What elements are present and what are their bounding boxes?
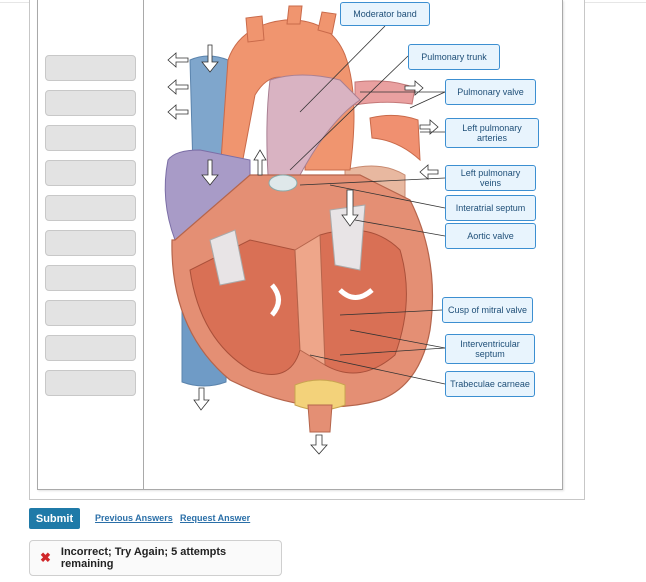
label-bank-slot[interactable]: [45, 265, 136, 291]
label-bank-divider: [143, 0, 144, 490]
label-left-pulmonary-veins[interactable]: Left pulmonary veins: [445, 165, 536, 191]
blood-flow-arrow: [404, 80, 424, 96]
apex-fat: [294, 379, 346, 411]
label-bank-slot[interactable]: [45, 125, 136, 151]
blood-flow-arrow: [270, 283, 281, 317]
label-bank-slot[interactable]: [45, 90, 136, 116]
blood-flow-arrow: [310, 434, 328, 455]
blood-flow-arrow: [167, 52, 189, 68]
label-moderator-band[interactable]: Moderator band: [340, 2, 430, 26]
leader-lines: [289, 25, 446, 385]
blood-flow-arrow: [201, 159, 219, 186]
label-left-pulmonary-arteries[interactable]: Left pulmonary arteries: [445, 118, 539, 148]
feedback-text: Incorrect; Try Again; 5 attempts remaini…: [60, 546, 227, 570]
label-bank-slot[interactable]: [45, 230, 136, 256]
label-bank-slot[interactable]: [45, 160, 136, 186]
blood-flow-arrow: [167, 79, 189, 95]
left-pulmonary-arteries: [369, 114, 421, 162]
label-cusp-mitral-valve[interactable]: Cusp of mitral valve: [442, 297, 533, 323]
pulmonary-artery-branch: [354, 80, 416, 106]
label-trabeculae-carneae[interactable]: Trabeculae carneae: [445, 371, 535, 397]
x-icon: ✖: [40, 550, 51, 565]
brachiocephalic-artery: [245, 15, 265, 43]
label-pulmonary-valve[interactable]: Pulmonary valve: [445, 79, 536, 105]
label-bank-slot[interactable]: [45, 195, 136, 221]
pulmonary-trunk-shape: [266, 74, 361, 176]
label-bank-slot[interactable]: [45, 370, 136, 396]
label-bank-slot[interactable]: [45, 300, 136, 326]
blood-flow-arrow: [253, 149, 267, 176]
apex-vessel: [307, 404, 333, 433]
label-pulmonary-trunk[interactable]: Pulmonary trunk: [408, 44, 500, 70]
interventricular-septum: [294, 234, 326, 366]
blood-flow-arrow: [419, 164, 439, 180]
blood-flow-arrow: [338, 288, 374, 300]
left-common-carotid: [286, 5, 303, 25]
label-aortic-valve[interactable]: Aortic valve: [445, 223, 536, 249]
blood-flow-arrow: [201, 44, 219, 73]
feedback-message: ✖ Incorrect; Try Again; 5 attempts remai…: [29, 540, 282, 576]
label-interatrial-septum[interactable]: Interatrial septum: [445, 195, 536, 221]
tricuspid-valve: [209, 229, 246, 286]
label-interventricular-septum[interactable]: Interventricular septum: [445, 334, 535, 364]
blood-flow-arrow: [419, 119, 439, 135]
left-subclavian: [317, 11, 337, 35]
previous-answers-link[interactable]: Previous Answers: [95, 513, 173, 523]
blood-flow-arrow: [341, 189, 359, 227]
aortic-valve-ring: [268, 174, 298, 192]
heart-illustration: [164, 5, 446, 455]
label-bank-slot[interactable]: [45, 55, 136, 81]
submit-button[interactable]: Submit: [29, 508, 80, 529]
blood-flow-arrow: [167, 104, 189, 120]
blood-flow-arrow: [193, 387, 210, 411]
label-bank-slot[interactable]: [45, 335, 136, 361]
request-answer-link[interactable]: Request Answer: [180, 513, 251, 523]
